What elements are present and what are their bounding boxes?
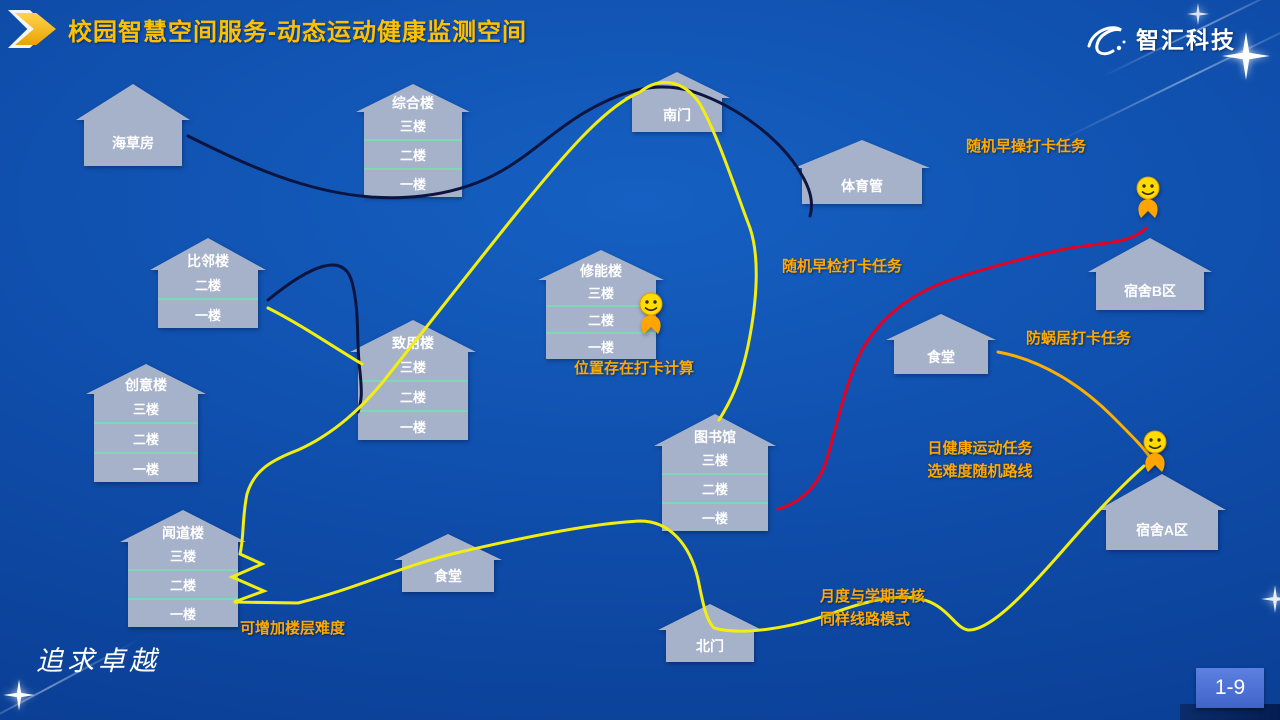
title-chevron-icon [8, 10, 58, 48]
floor-label: 二楼 [128, 569, 238, 598]
building-name-label: 海草房 [84, 120, 182, 166]
building-roof [658, 604, 762, 630]
floor-label: 一楼 [128, 598, 238, 627]
building-name-label: 致用楼 [392, 335, 434, 351]
building-roof [76, 84, 190, 120]
floor-label: 一楼 [364, 168, 462, 197]
building-body: 三楼二楼一楼 [128, 542, 238, 627]
slide-title: 校园智慧空间服务-动态运动健康监测空间 [68, 18, 527, 46]
slide-header: 校园智慧空间服务-动态运动健康监测空间 [8, 10, 527, 48]
floor-label: 二楼 [662, 473, 768, 502]
building-tiyuguan: 体育管 [794, 140, 930, 204]
floor-label: 三楼 [399, 359, 426, 375]
floor-label: 一楼 [546, 332, 656, 359]
building-name-label: 综合楼 [392, 95, 434, 111]
building-roof [120, 510, 246, 542]
building-shitang-east: 食堂 [886, 314, 996, 374]
page-strip [1180, 704, 1280, 720]
building-name-label: 宿舍B区 [1096, 272, 1204, 310]
logo-text: 智汇科技 [1136, 27, 1236, 53]
logo-swoosh-icon [1087, 26, 1126, 56]
building-zonghelou: 综合楼三楼二楼一楼 [356, 84, 470, 197]
floor-label: 一楼 [662, 502, 768, 531]
building-name-label: 修能楼 [580, 263, 622, 279]
building-tushuguan: 图书馆三楼二楼一楼 [654, 414, 776, 531]
floor-label: 二楼 [546, 305, 656, 332]
building-name-label: 图书馆 [694, 429, 736, 445]
floor-label: 三楼 [132, 401, 159, 417]
floor-label: 三楼 [169, 549, 196, 564]
chevron-front-shape [15, 13, 56, 45]
building-name-label: 南门 [632, 98, 722, 132]
building-body: 二楼一楼 [158, 270, 258, 328]
building-name-label: 食堂 [402, 560, 494, 592]
building-roof [886, 314, 996, 340]
floor-label: 一楼 [158, 298, 258, 328]
building-sushe-b: 宿舍B区 [1088, 238, 1212, 310]
building-zhiyonglou: 致用楼三楼二楼一楼 [350, 320, 476, 440]
building-nanmen: 南门 [624, 72, 730, 132]
building-beimen: 北门 [658, 604, 762, 662]
company-logo: 智汇科技 [1083, 18, 1236, 58]
building-bilinlou: 比邻楼二楼一楼 [150, 238, 266, 328]
building-body: 三楼二楼一楼 [662, 446, 768, 531]
building-roof [394, 534, 502, 560]
building-name-label: 比邻楼 [187, 253, 229, 269]
floor-label: 二楼 [194, 277, 221, 293]
building-body: 三楼二楼一楼 [358, 352, 468, 440]
building-roof [794, 140, 930, 168]
slogan: 追求卓越 [36, 646, 160, 677]
building-body: 三楼二楼一楼 [364, 112, 462, 197]
building-chuangyilou: 创意楼三楼二楼一楼 [86, 364, 206, 482]
building-name-label: 宿舍A区 [1106, 510, 1218, 550]
floor-label: 三楼 [701, 453, 728, 468]
floor-label: 三楼 [399, 119, 426, 134]
building-wendaolou: 闻道楼三楼二楼一楼 [120, 510, 246, 627]
building-name-label: 体育管 [802, 168, 922, 204]
building-roof [1088, 238, 1212, 272]
building-body: 三楼二楼一楼 [546, 280, 656, 359]
building-body: 三楼二楼一楼 [94, 394, 198, 482]
building-roof [86, 364, 206, 394]
floor-label: 二楼 [358, 380, 468, 410]
building-xiunenglou: 修能楼三楼二楼一楼 [538, 250, 664, 359]
floor-label: 二楼 [94, 422, 198, 452]
building-sushe-a: 宿舍A区 [1098, 474, 1226, 550]
building-roof [624, 72, 730, 98]
building-name-label: 北门 [666, 630, 754, 662]
floor-label: 二楼 [364, 139, 462, 168]
building-name-label: 创意楼 [125, 377, 167, 393]
page-number: 1-9 [1196, 668, 1264, 708]
building-name-label: 食堂 [894, 340, 988, 374]
building-name-label: 闻道楼 [162, 525, 204, 541]
floor-label: 一楼 [94, 452, 198, 482]
floor-label: 三楼 [587, 286, 614, 301]
building-roof [1098, 474, 1226, 510]
floor-label: 一楼 [358, 410, 468, 440]
building-shitang-south: 食堂 [394, 534, 502, 592]
building-haicaofang: 海草房 [76, 84, 190, 166]
